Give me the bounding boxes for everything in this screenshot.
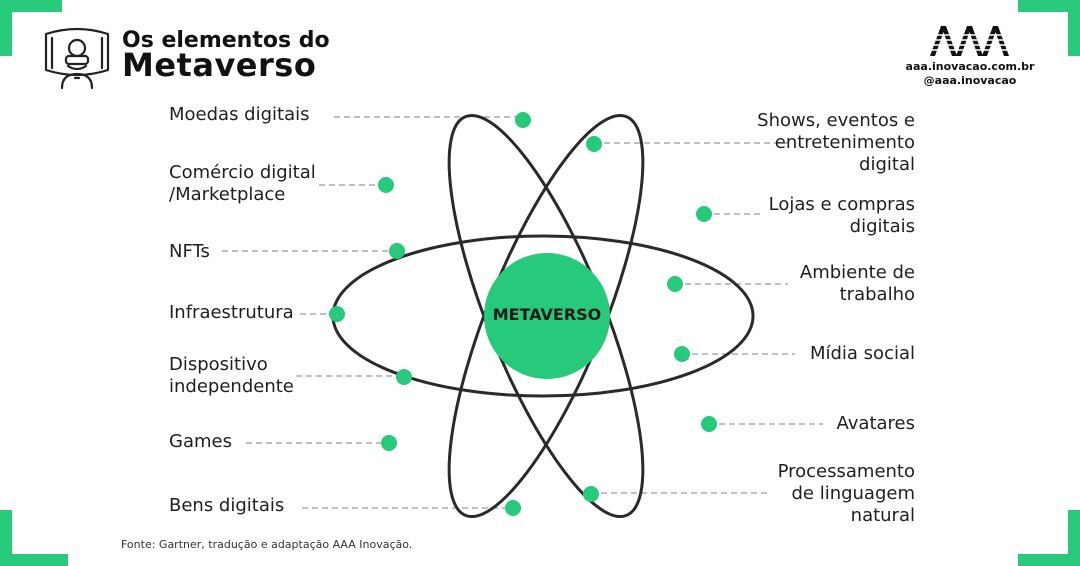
- node-dot-right-1: [586, 136, 602, 152]
- node-dot-left-2: [378, 177, 394, 193]
- label-line: Comércio digital: [169, 162, 316, 183]
- right-element-label-5: Avatares: [837, 413, 916, 435]
- label-line: trabalho: [839, 284, 915, 305]
- label-line: Shows, eventos e: [757, 110, 915, 131]
- source-note: Fonte: Gartner, tradução e adaptação AAA…: [121, 538, 413, 551]
- center-circle: [484, 253, 610, 379]
- label-line: Ambiente de: [799, 262, 915, 283]
- node-dot-left-6: [381, 435, 397, 451]
- leader-lines: [222, 116, 823, 509]
- brand-block: aaa.inovacao.com.br @aaa.inovacao: [900, 26, 1040, 87]
- left-element-label-2: Comércio digital/Marketplace: [169, 162, 316, 206]
- brand-website[interactable]: aaa.inovacao.com.br: [905, 60, 1035, 73]
- node-dot-right-4: [674, 346, 690, 362]
- vr-headset-person-icon: [44, 27, 110, 90]
- corner-bottom-left-v: [0, 510, 12, 566]
- title-line1: Os elementos do: [122, 28, 330, 53]
- corner-top-right-h: [1018, 0, 1080, 12]
- label-line: de linguagem: [791, 483, 915, 504]
- label-line: Bens digitais: [169, 495, 285, 516]
- label-line: digitais: [849, 216, 915, 237]
- right-element-label-4: Mídia social: [810, 343, 915, 365]
- orbit-nodes: [329, 112, 717, 516]
- label-line: Games: [169, 431, 232, 452]
- corner-bottom-right-v: [1068, 510, 1080, 566]
- node-dot-right-2: [696, 206, 712, 222]
- brand-handle[interactable]: @aaa.inovacao: [923, 74, 1017, 87]
- left-element-label-6: Games: [169, 431, 232, 453]
- node-dot-left-4: [329, 306, 345, 322]
- node-dot-right-6: [583, 486, 599, 502]
- label-line: Avatares: [836, 413, 916, 434]
- left-element-label-7: Bens digitais: [169, 495, 284, 517]
- label-line: NFTs: [169, 241, 210, 262]
- node-dot-left-3: [389, 243, 405, 259]
- corner-top-right-v: [1068, 0, 1080, 56]
- corner-top-left-h: [0, 0, 62, 12]
- label-line: digital: [859, 154, 915, 175]
- node-dot-left-7: [505, 500, 521, 516]
- label-line: Moedas digitais: [169, 104, 310, 125]
- label-line: /Marketplace: [169, 184, 286, 205]
- label-line: Lojas e compras: [768, 194, 915, 215]
- left-element-label-3: NFTs: [169, 241, 210, 263]
- label-line: Mídia social: [809, 343, 915, 364]
- title-line2: Metaverso: [122, 46, 317, 84]
- label-line: entretenimento: [774, 132, 915, 153]
- corner-bottom-left-h: [0, 554, 68, 566]
- node-dot-right-3: [667, 276, 683, 292]
- corner-bottom-right-h: [1018, 554, 1080, 566]
- label-line: natural: [850, 505, 915, 526]
- left-element-label-1: Moedas digitais: [169, 104, 310, 126]
- label-line: Infraestrutura: [169, 302, 294, 323]
- left-element-label-4: Infraestrutura: [169, 302, 294, 324]
- node-dot-right-5: [701, 416, 717, 432]
- label-line: independente: [169, 376, 294, 397]
- label-line: Dispositivo: [169, 354, 268, 375]
- corner-top-left-v: [0, 0, 12, 56]
- center-label: METAVERSO: [492, 305, 602, 324]
- label-line: Processamento: [777, 461, 915, 482]
- aaa-logo: [930, 26, 1010, 56]
- node-dot-left-1: [515, 112, 531, 128]
- node-dot-left-5: [396, 369, 412, 385]
